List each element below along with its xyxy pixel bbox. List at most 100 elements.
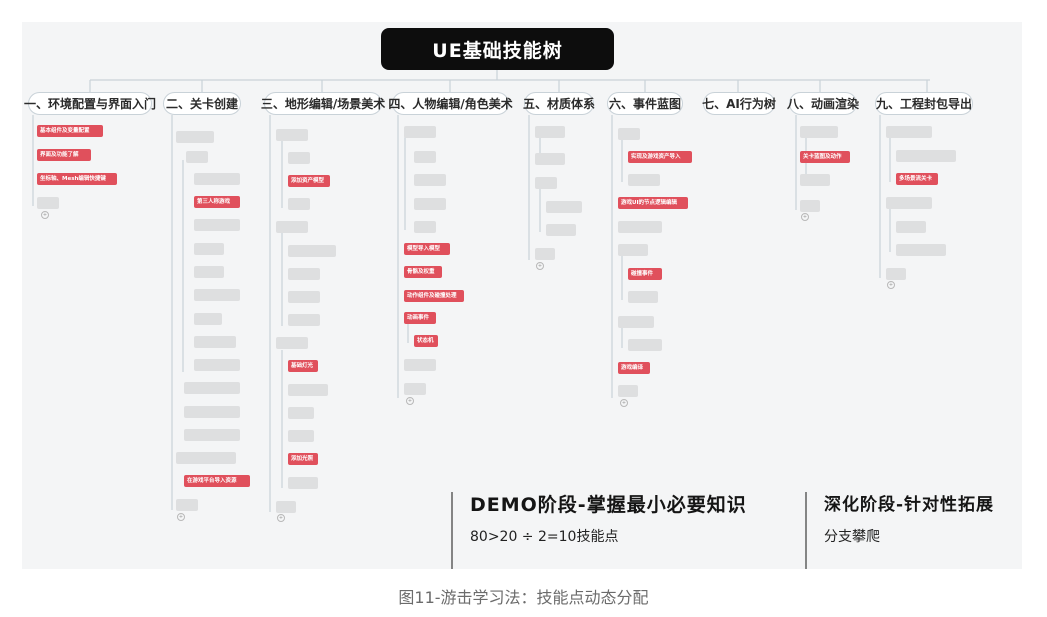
root-node: UE基础技能树 xyxy=(381,28,614,70)
branch-animation: 八、动画渲染 xyxy=(787,92,859,115)
leaf-highlight: 状态机 xyxy=(414,335,438,347)
leaf-collapsed xyxy=(628,174,660,186)
branch-ai: 七、AI行为树 xyxy=(702,92,776,115)
leaf-collapsed xyxy=(288,245,336,257)
leaf-collapsed xyxy=(535,177,557,189)
expand-icon[interactable]: + xyxy=(41,211,49,219)
leaf-collapsed xyxy=(37,197,59,209)
leaf-collapsed xyxy=(618,128,640,140)
leaf-collapsed xyxy=(194,266,224,278)
leaf-collapsed xyxy=(184,429,240,441)
leaf-collapsed xyxy=(414,174,446,186)
branch-character: 四、人物编辑/角色美术 xyxy=(388,92,513,115)
branch-level-creation: 二、关卡创建 xyxy=(163,92,241,115)
leaf-collapsed xyxy=(546,201,582,213)
leaf-collapsed xyxy=(288,477,318,489)
leaf-collapsed xyxy=(404,126,436,138)
leaf-collapsed xyxy=(288,152,310,164)
deep-stage-title: 深化阶段-针对性拓展 xyxy=(824,495,995,515)
leaf-collapsed xyxy=(886,268,906,280)
leaf-highlight: 基础灯光 xyxy=(288,360,318,372)
figure-caption: 图11-游击学习法：技能点动态分配 xyxy=(398,588,649,607)
expand-icon[interactable]: + xyxy=(406,397,414,405)
leaf-collapsed xyxy=(618,316,654,328)
leaf-highlight: 添加光照 xyxy=(288,453,318,465)
leaf-collapsed xyxy=(886,197,932,209)
leaf-highlight: 界面及功能了解 xyxy=(37,149,91,161)
leaf-collapsed xyxy=(535,248,555,260)
expand-icon[interactable]: + xyxy=(177,513,185,521)
leaf-collapsed xyxy=(800,126,838,138)
deep-stage-subtitle: 分支攀爬 xyxy=(824,529,880,545)
leaf-collapsed xyxy=(414,151,436,163)
leaf-highlight: 第三人称游戏 xyxy=(194,196,240,208)
expand-icon[interactable]: + xyxy=(801,213,809,221)
expand-icon[interactable]: + xyxy=(620,399,628,407)
leaf-collapsed xyxy=(618,221,662,233)
leaf-collapsed xyxy=(896,150,956,162)
expand-icon[interactable]: + xyxy=(277,514,285,522)
leaf-highlight: 游戏编译 xyxy=(618,362,650,374)
leaf-collapsed xyxy=(288,198,310,210)
leaf-collapsed xyxy=(276,129,308,141)
leaf-collapsed xyxy=(800,174,830,186)
branch-blueprint: 六、事件蓝图 xyxy=(607,92,683,115)
leaf-collapsed xyxy=(194,359,240,371)
leaf-collapsed xyxy=(184,382,240,394)
leaf-collapsed xyxy=(896,221,926,233)
leaf-highlight: 碰撞事件 xyxy=(628,268,662,280)
leaf-collapsed xyxy=(194,219,240,231)
demo-stage-formula: 80>20 ÷ 2=10技能点 xyxy=(470,529,619,545)
leaf-highlight: 添加资产模型 xyxy=(288,175,330,187)
leaf-collapsed xyxy=(276,501,296,513)
demo-stage-title: DEMO阶段-掌握最小必要知识 xyxy=(470,494,747,516)
leaf-collapsed xyxy=(176,452,236,464)
leaf-collapsed xyxy=(288,314,320,326)
leaf-collapsed xyxy=(194,173,240,185)
leaf-highlight: 在游戏平台导入资源 xyxy=(184,475,250,487)
leaf-collapsed xyxy=(535,126,565,138)
leaf-collapsed xyxy=(404,383,426,395)
leaf-collapsed xyxy=(896,244,946,256)
leaf-highlight: 游戏UI的节点逻辑编辑 xyxy=(618,197,688,209)
leaf-highlight: 关卡蓝图及动作 xyxy=(800,151,850,163)
leaf-highlight: 模型导入模型 xyxy=(404,243,450,255)
leaf-collapsed xyxy=(176,131,214,143)
leaf-collapsed xyxy=(886,126,932,138)
leaf-collapsed xyxy=(194,243,224,255)
leaf-collapsed xyxy=(194,336,236,348)
leaf-collapsed xyxy=(194,289,240,301)
leaf-collapsed xyxy=(618,385,638,397)
leaf-collapsed xyxy=(288,407,314,419)
leaf-highlight: 动画事件 xyxy=(404,312,436,324)
leaf-collapsed xyxy=(546,224,576,236)
leaf-collapsed xyxy=(618,244,648,256)
leaf-collapsed xyxy=(276,221,308,233)
leaf-collapsed xyxy=(628,339,662,351)
expand-icon[interactable]: + xyxy=(536,262,544,270)
leaf-collapsed xyxy=(404,359,436,371)
branch-packaging: 九、工程封包导出 xyxy=(875,92,973,115)
leaf-collapsed xyxy=(186,151,208,163)
leaf-highlight: 坐标轴、Mesh编辑快捷键 xyxy=(37,173,117,185)
leaf-collapsed xyxy=(184,406,240,418)
leaf-collapsed xyxy=(628,291,658,303)
expand-icon[interactable]: + xyxy=(887,281,895,289)
leaf-collapsed xyxy=(276,337,308,349)
branch-terrain: 三、地形编辑/场景美术 xyxy=(261,92,385,115)
leaf-collapsed xyxy=(288,430,314,442)
leaf-collapsed xyxy=(800,200,820,212)
leaf-highlight: 基本组件及变量配置 xyxy=(37,125,103,137)
leaf-collapsed xyxy=(194,313,222,325)
leaf-highlight: 实现及游戏资产导入 xyxy=(628,151,692,163)
leaf-collapsed xyxy=(176,499,198,511)
branch-environment: 一、环境配置与界面入门 xyxy=(24,92,156,115)
leaf-highlight: 动作组件及碰撞处理 xyxy=(404,290,464,302)
leaf-collapsed xyxy=(535,153,565,165)
leaf-collapsed xyxy=(288,291,320,303)
leaf-collapsed xyxy=(414,221,436,233)
leaf-collapsed xyxy=(414,198,446,210)
leaf-collapsed xyxy=(288,384,328,396)
leaf-collapsed xyxy=(288,268,320,280)
